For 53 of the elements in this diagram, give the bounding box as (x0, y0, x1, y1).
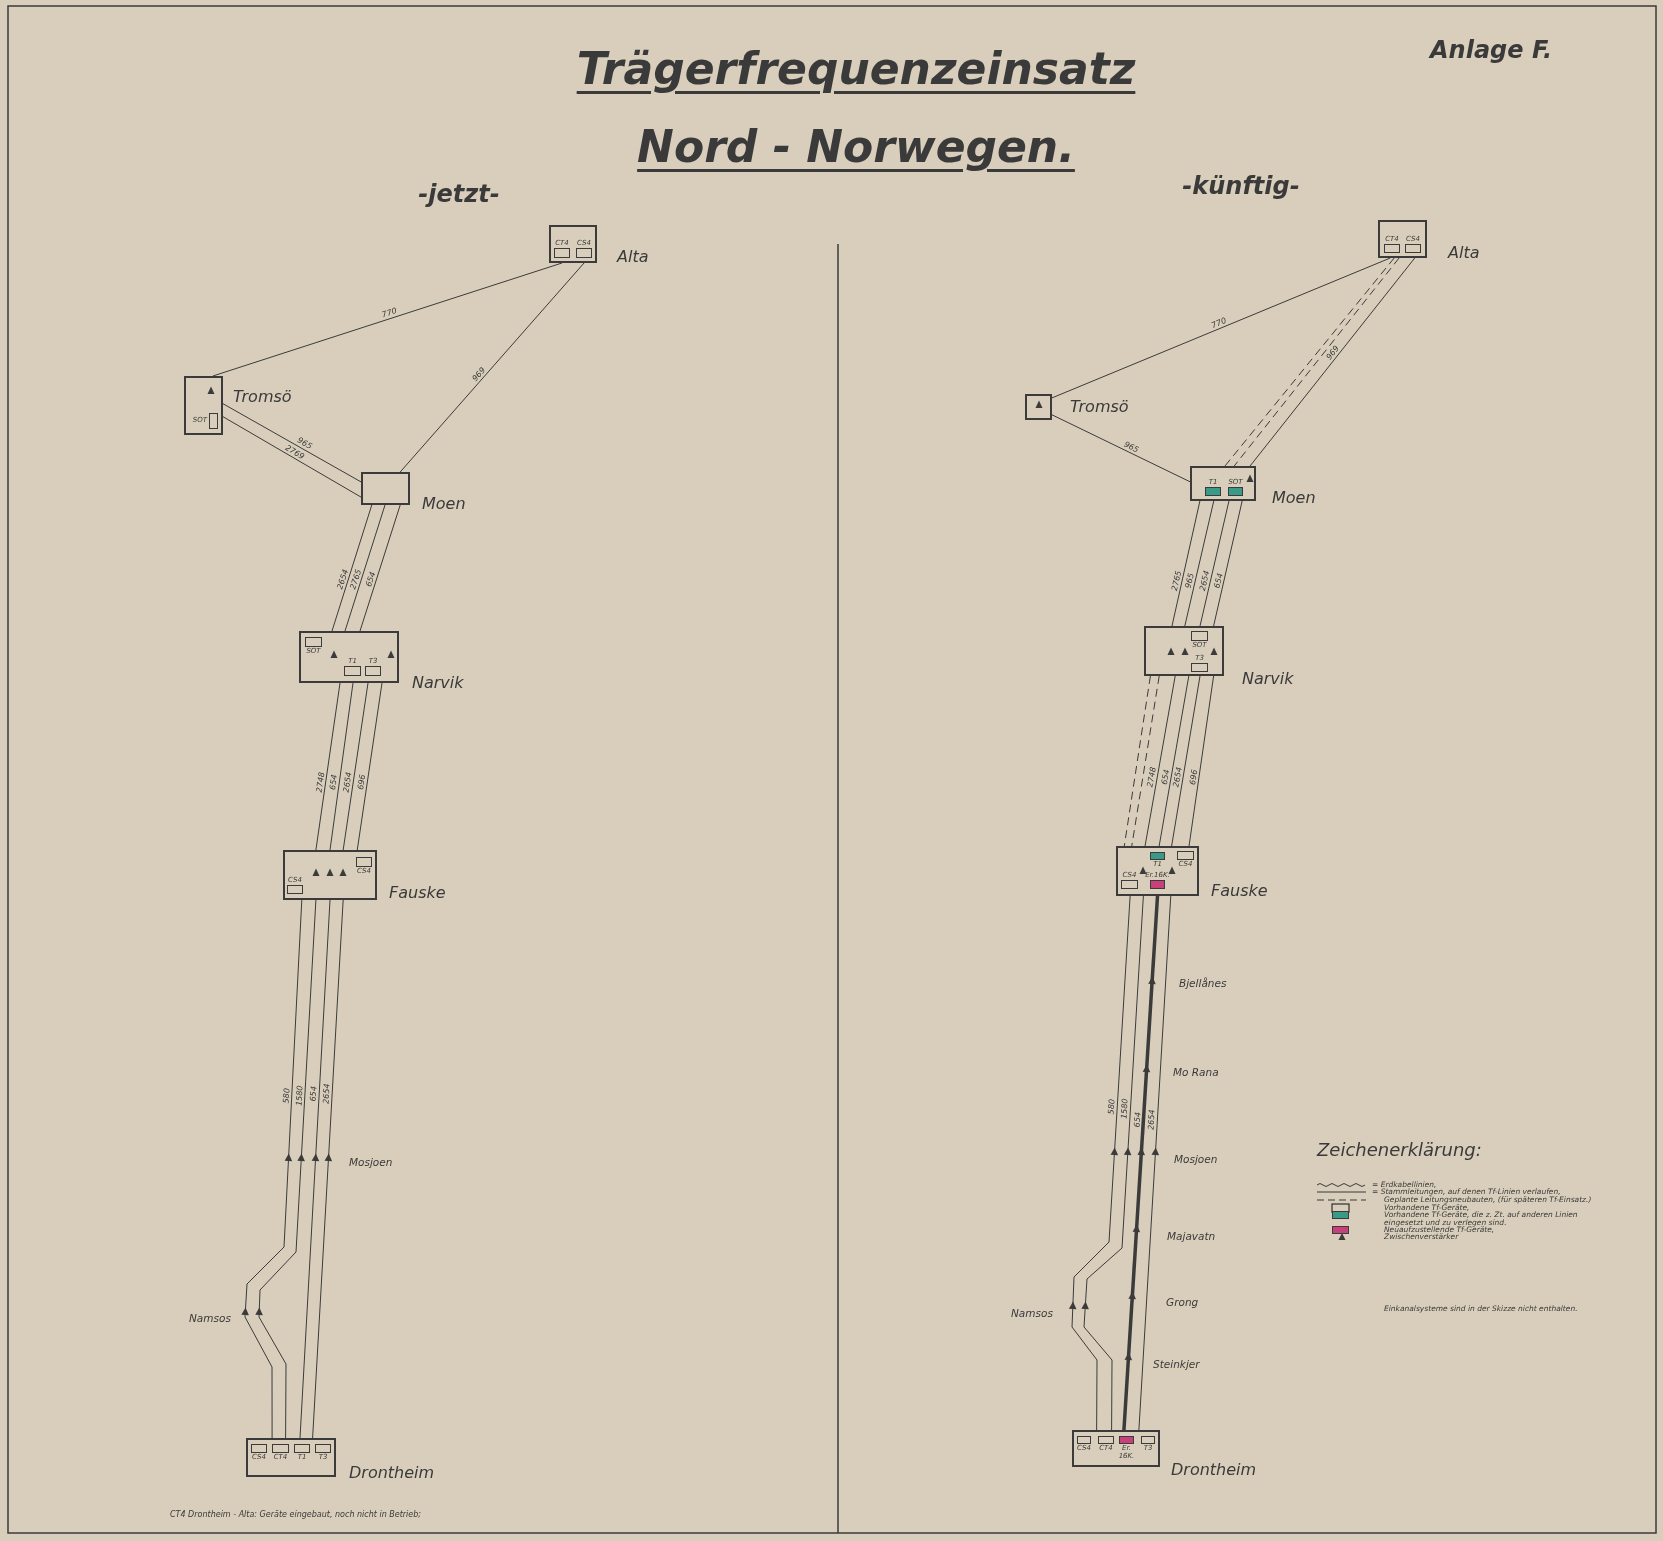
edge-label: 580 (281, 1087, 292, 1104)
edge-label: 2654 (1171, 766, 1184, 788)
edge-label: 654 (308, 1085, 319, 1102)
place-name: Bjellånes (1179, 976, 1227, 990)
edge-label: 654 (328, 774, 340, 791)
edge-label: 770 (380, 306, 398, 320)
column-heading: -künftig- (1182, 171, 1300, 201)
edge-label: 654 (1132, 1112, 1143, 1128)
station-name: Narvik (1242, 670, 1294, 688)
place-name: Namsos (1011, 1306, 1053, 1320)
place-name: Majavatn (1167, 1229, 1216, 1243)
station-name: Tromsö (233, 387, 292, 406)
edge-label: 696 (356, 774, 368, 791)
station-name: Alta (617, 248, 649, 266)
column-heading: -jetzt- (418, 179, 500, 209)
station-name: Alta (1448, 244, 1480, 262)
place-name: Mosjoen (1174, 1152, 1218, 1166)
edge-label: 2654 (1198, 570, 1212, 592)
edge-label: 2748 (314, 771, 326, 794)
title: Trägerfrequenzeinsatz Nord - Norwegen. (575, 42, 1137, 174)
station-name: Fauske (1211, 882, 1268, 900)
station-name: Moen (422, 494, 466, 513)
edge-label: 1580 (1119, 1097, 1131, 1119)
edge-label: 2654 (1146, 1109, 1157, 1131)
edge-label: 2654 (335, 567, 350, 590)
place-name: Mo Rana (1173, 1065, 1219, 1079)
edge-label: 2654 (341, 771, 354, 794)
edge-label: 965 (1122, 439, 1141, 455)
sheet-label: Anlage F. (1430, 35, 1553, 65)
edge-label: 580 (1106, 1099, 1117, 1116)
edge-label: 696 (1187, 769, 1199, 786)
edge-label: 965 (1183, 572, 1196, 590)
edge-label: 2765 (1169, 570, 1183, 592)
edge-label: 2654 (321, 1082, 332, 1104)
station-name: Narvik (412, 674, 464, 692)
place-name: Namsos (189, 1311, 231, 1325)
station-name: Drontheim (1171, 1460, 1257, 1479)
station-name: Tromsö (1070, 398, 1129, 416)
edge-label: 654 (1159, 768, 1172, 786)
place-name: Mosjoen (349, 1155, 393, 1169)
station-name: Moen (1272, 488, 1316, 507)
edge-label: 2765 (348, 567, 364, 590)
station-name: Drontheim (349, 1463, 435, 1482)
edge-label: 654 (364, 570, 378, 588)
legend-heading: Zeichenerklärung: (1317, 1139, 1482, 1161)
edge-label: 2748 (1145, 766, 1158, 788)
edge-label: 654 (1212, 572, 1225, 590)
place-name: Steinkjer (1153, 1357, 1200, 1371)
station-name: Fauske (389, 884, 446, 902)
edge-label: 1580 (294, 1085, 305, 1106)
footnote: CT4 Drontheim - Alta: Geräte eingebaut, noch nicht in Betrieb; (170, 1510, 422, 1520)
edge-label: 770 (1210, 315, 1228, 330)
place-name: Grong (1166, 1295, 1199, 1309)
